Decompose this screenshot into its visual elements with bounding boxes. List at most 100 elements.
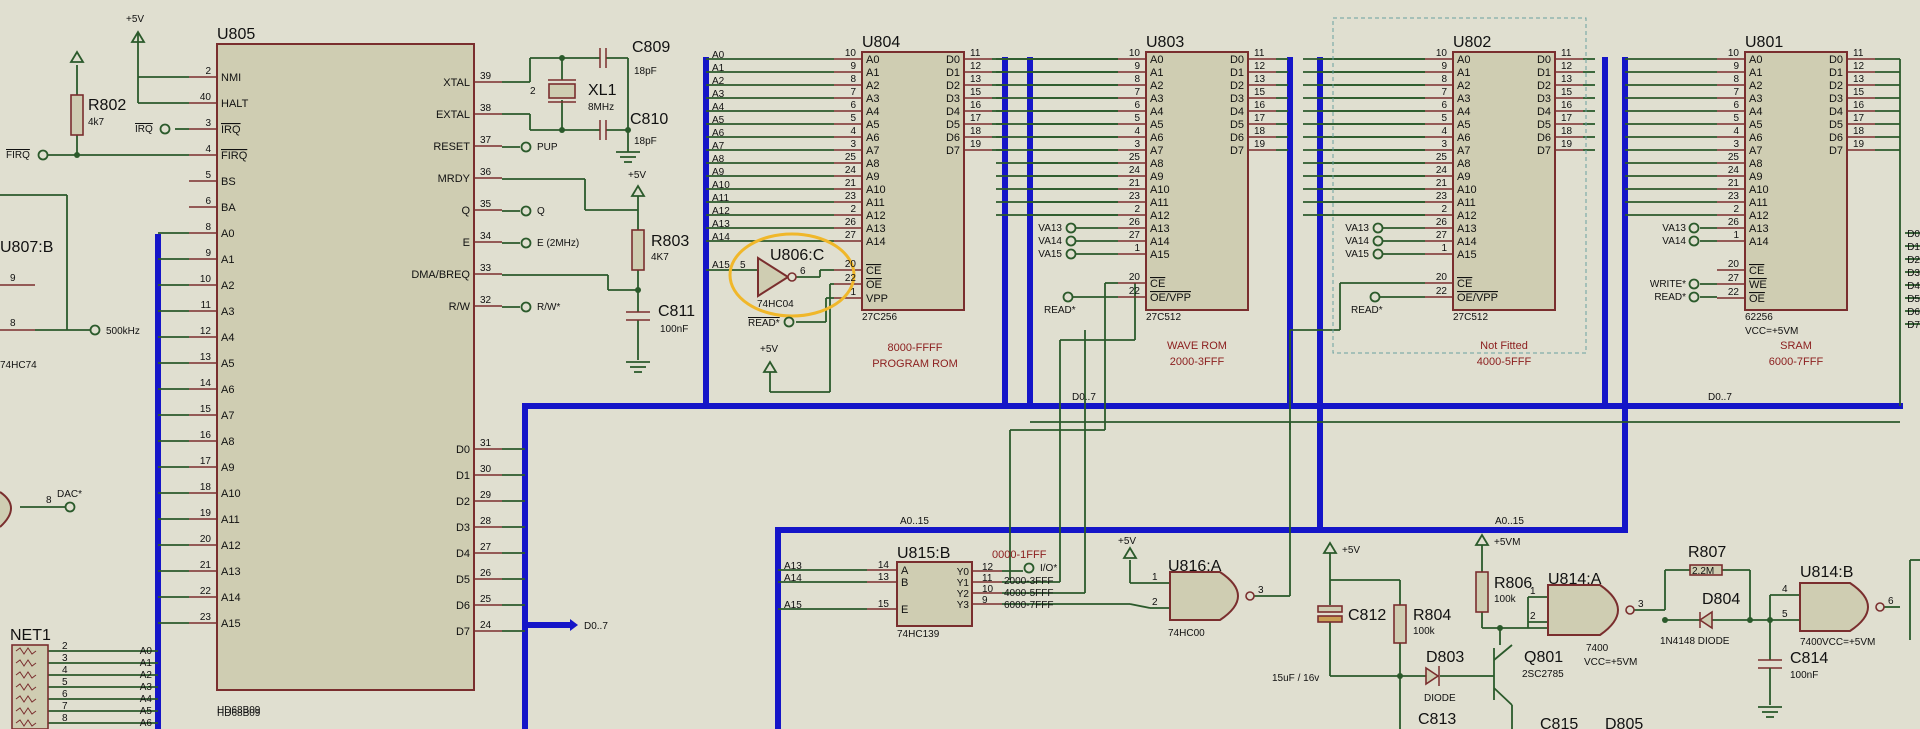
bus-lines	[155, 57, 1903, 729]
bus-label: D0..7	[1708, 392, 1732, 403]
pin-name: A11	[1150, 197, 1169, 209]
pin-number: 29	[480, 490, 492, 501]
va-terminal	[1372, 248, 1384, 260]
pin-number: 2	[1530, 611, 1536, 622]
pin-name: A6	[1457, 132, 1470, 144]
r804-ref: R804	[1413, 607, 1451, 624]
pin-number: 26	[845, 217, 857, 228]
pin-number: 1	[850, 287, 856, 298]
pin-number: 17	[1853, 113, 1865, 124]
pin-number: 27	[1728, 273, 1740, 284]
wire	[1493, 687, 1513, 706]
va-terminal	[1065, 222, 1077, 234]
pin-name: Q	[461, 205, 470, 217]
pin-name: Y1	[957, 578, 970, 589]
pin-name: A8	[221, 436, 234, 448]
u802-part: 27C512	[1453, 312, 1488, 323]
pin-number: 21	[1436, 178, 1448, 189]
pin-number: 7	[1733, 87, 1739, 98]
r803-ref: R803	[651, 233, 689, 250]
pin-name: A1	[221, 254, 234, 266]
r806-val: 100k	[1494, 594, 1517, 605]
write-label: WRITE*	[1650, 279, 1686, 290]
c810-val: 18pF	[634, 136, 657, 147]
pin-name: D5	[456, 574, 470, 586]
read-label: READ*	[1044, 305, 1076, 316]
pin-name: A12	[1150, 210, 1170, 222]
va-label: VA13	[1038, 223, 1062, 234]
firq-terminal	[37, 149, 49, 161]
pin-name: D6	[456, 600, 470, 612]
pin-name: A9	[1749, 171, 1762, 183]
pin-number: 15	[200, 404, 212, 415]
pin-name: D0	[1829, 54, 1843, 66]
pin-number: 8	[205, 222, 211, 233]
pin-name: A2	[1457, 80, 1470, 92]
pin-number: 23	[200, 612, 212, 623]
pin-number: 13	[200, 352, 212, 363]
pup-terminal	[520, 141, 532, 153]
pin-number: 10	[982, 584, 994, 595]
pin-name: D4	[1537, 106, 1551, 118]
vcc-arrow-icon	[762, 360, 778, 373]
pin-number: 1	[1134, 243, 1140, 254]
pin-number: 13	[970, 74, 982, 85]
u806-part: 74HC04	[757, 299, 794, 310]
vcc-arrow-icon	[1122, 546, 1138, 559]
pin-number: 2	[1134, 204, 1140, 215]
net-label: A15	[784, 600, 802, 611]
u815-body	[896, 561, 973, 627]
c810-ref: C810	[630, 111, 668, 128]
dac-pin: 8	[46, 495, 52, 506]
net-label: A12	[712, 206, 730, 217]
pin-name: A8	[866, 158, 879, 170]
net-label: A10	[712, 180, 730, 191]
pin-number: 16	[200, 430, 212, 441]
pin-number: 3	[1441, 139, 1447, 150]
pin-name: XTAL	[443, 77, 470, 89]
nand-bubble-icon	[1245, 591, 1255, 601]
pin-number: 19	[970, 139, 982, 150]
firq-label: FIRQ	[6, 150, 30, 161]
u802-name: Not Fitted	[1480, 340, 1528, 352]
r806-body	[1475, 571, 1489, 613]
pin-name: E	[463, 237, 470, 249]
net-label: A3	[140, 682, 153, 693]
pin-number: 10	[1728, 48, 1740, 59]
pin-name: A0	[221, 228, 234, 240]
u801-part: 62256	[1745, 312, 1773, 323]
pin-name: A3	[1749, 93, 1762, 105]
pin-name: A5	[866, 119, 879, 131]
pin-number: 5	[205, 170, 211, 181]
pin-name: A2	[1150, 80, 1163, 92]
a15-label: A15	[712, 260, 730, 271]
u814b-part: 7400	[1800, 637, 1823, 648]
pin-number: 24	[845, 165, 857, 176]
decode-label: 6000-7FFF	[1004, 600, 1053, 611]
net-label: A13	[784, 561, 802, 572]
pin-number: 1	[1733, 230, 1739, 241]
pin-number: 4	[1782, 584, 1788, 595]
pin-number: 17	[970, 113, 982, 124]
c814-ref: C814	[1790, 650, 1828, 667]
write-terminal	[1688, 278, 1700, 290]
c809-val: 18pF	[634, 66, 657, 77]
pin-name: A11	[866, 197, 885, 209]
pin-number: 26	[480, 568, 492, 579]
r804-body	[1393, 604, 1407, 644]
junction-dot	[625, 127, 631, 133]
pin-number: 17	[200, 456, 212, 467]
r803-body	[631, 229, 645, 271]
pin-number: 11	[1254, 48, 1265, 59]
pin-name: A0	[1457, 54, 1470, 66]
u803-name: WAVE ROM	[1167, 340, 1227, 352]
net-label: A2	[140, 670, 153, 681]
pin-number: 22	[1129, 286, 1141, 297]
junction-dot	[1497, 625, 1503, 631]
pin-number: 8	[62, 713, 68, 724]
pin-name: A14	[221, 592, 241, 604]
pin-name: Y3	[957, 600, 970, 611]
pin-name: D7	[1829, 145, 1843, 157]
pin-number: 5	[1733, 113, 1739, 124]
u814a-ref: U814:A	[1548, 571, 1602, 588]
